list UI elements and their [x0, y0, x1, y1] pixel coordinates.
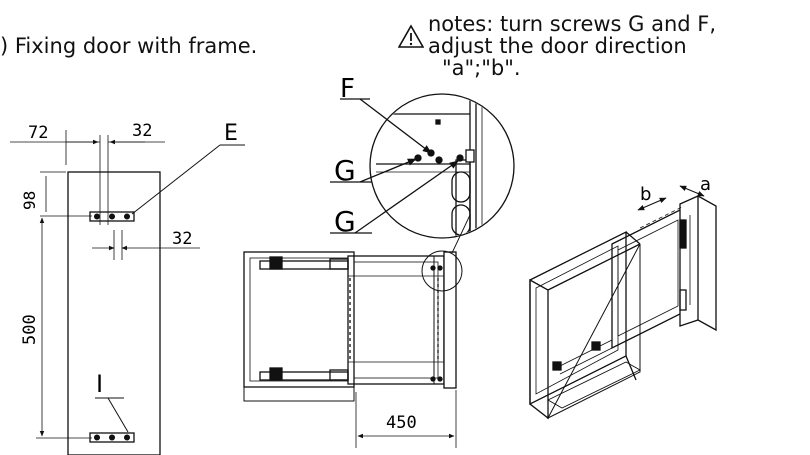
dim-32-top: 32: [132, 121, 152, 141]
label-G-lower: G: [334, 205, 356, 238]
label-I: I: [96, 370, 103, 398]
door-panel-view: [10, 130, 245, 455]
label-b: b: [640, 184, 651, 205]
door-frame: [347, 255, 445, 385]
cabinet-side-view: [243, 214, 471, 448]
dim-450: 450: [386, 413, 417, 433]
notes-line-2: adjust the door direction: [428, 34, 687, 58]
label-a: a: [700, 174, 711, 195]
label-E: E: [224, 121, 238, 146]
detail-magnifier: [330, 93, 515, 239]
dim-72: 72: [28, 123, 48, 143]
dim-98: 98: [20, 191, 39, 210]
isometric-view: [529, 185, 717, 420]
iso-door-frame: [611, 206, 685, 350]
label-G-upper: G: [334, 154, 356, 187]
cabinet-body: [243, 251, 355, 388]
door-panel-outline: [67, 171, 161, 455]
upper-hinge-plate: [89, 211, 135, 222]
notes-line-3: "a";"b".: [442, 56, 521, 80]
dim-500: 500: [20, 314, 40, 345]
label-F: F: [340, 74, 355, 104]
section-title: ) Fixing door with frame.: [0, 34, 258, 58]
detail-circle: [369, 93, 515, 239]
notes-line-1: notes: turn screws G and F,: [428, 12, 717, 36]
warning-icon: [398, 24, 424, 48]
lower-hinge-plate: [89, 432, 135, 443]
door-panel-side: [443, 251, 457, 389]
dim-32-mid: 32: [172, 229, 192, 249]
